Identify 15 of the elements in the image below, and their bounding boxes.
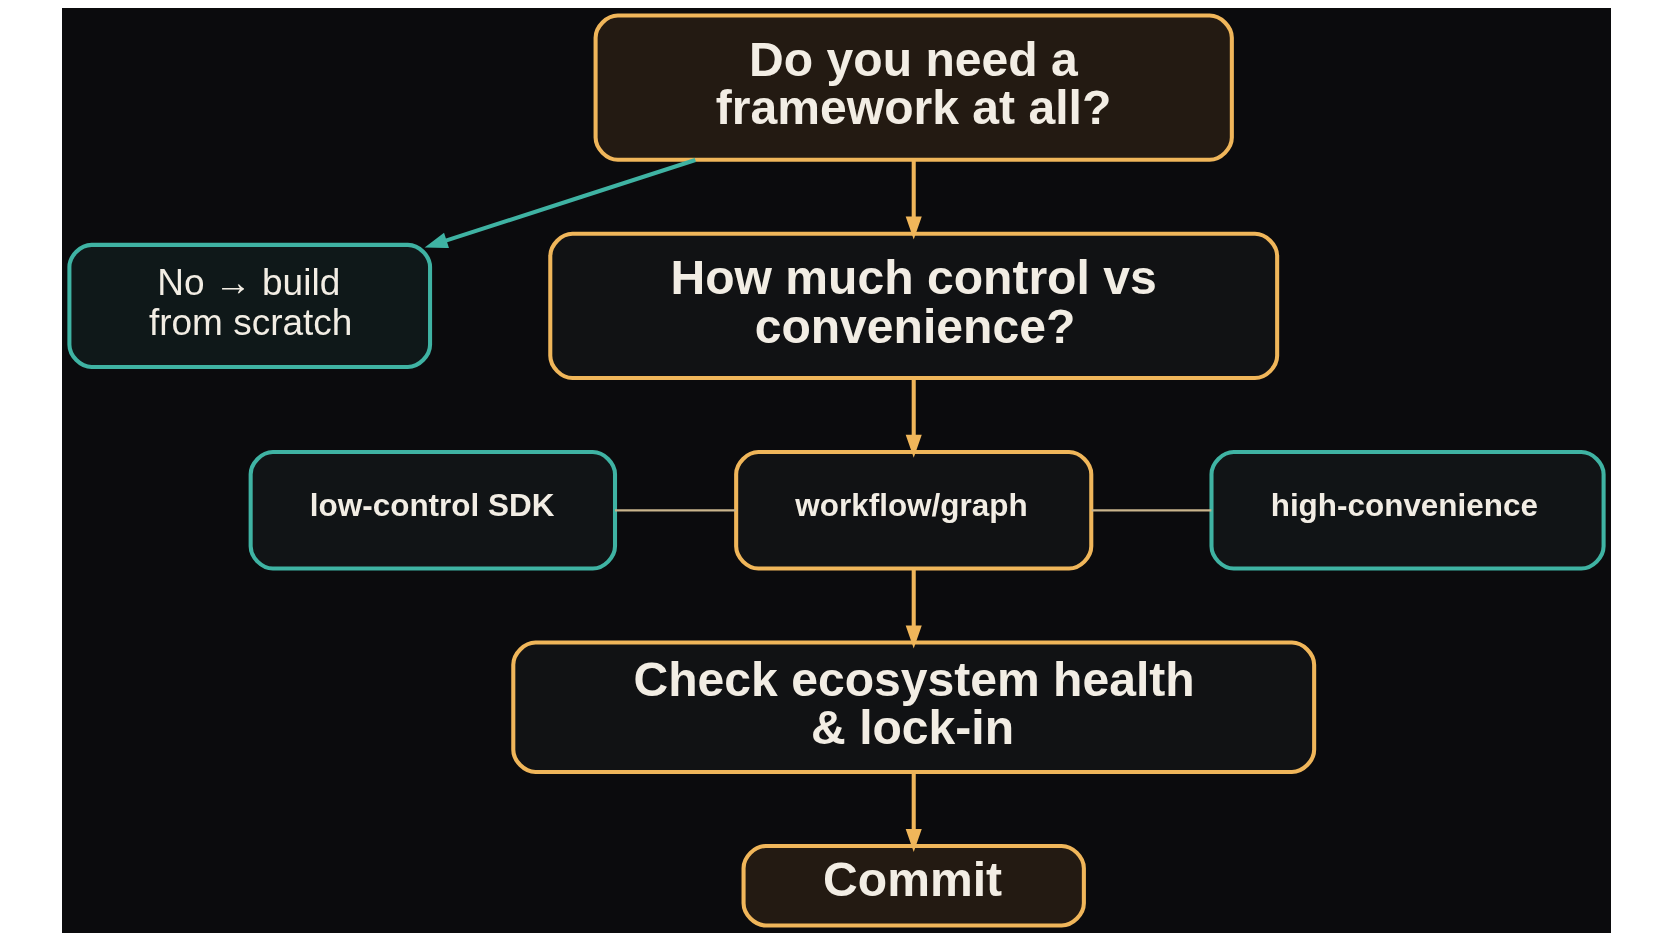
node-box: Do you need a framework at all?: [593, 13, 1234, 162]
arrow: [905, 160, 922, 240]
arrow: [905, 568, 922, 649]
node-box: low-control SDK: [248, 449, 617, 571]
connector: [1091, 509, 1211, 512]
node-box: workflow/graph: [733, 449, 1093, 571]
arrow: [424, 158, 696, 249]
arrow: [905, 772, 922, 852]
node-box: high-convenience: [1208, 449, 1606, 571]
node-box: Check ecosystem health & lock-in: [510, 640, 1316, 774]
node-box: No → build from scratch: [66, 242, 432, 369]
arrow: [905, 378, 922, 458]
node-box: How much control vs convenience?: [547, 231, 1279, 381]
connector: [614, 509, 736, 512]
node-box: Commit: [741, 843, 1086, 928]
